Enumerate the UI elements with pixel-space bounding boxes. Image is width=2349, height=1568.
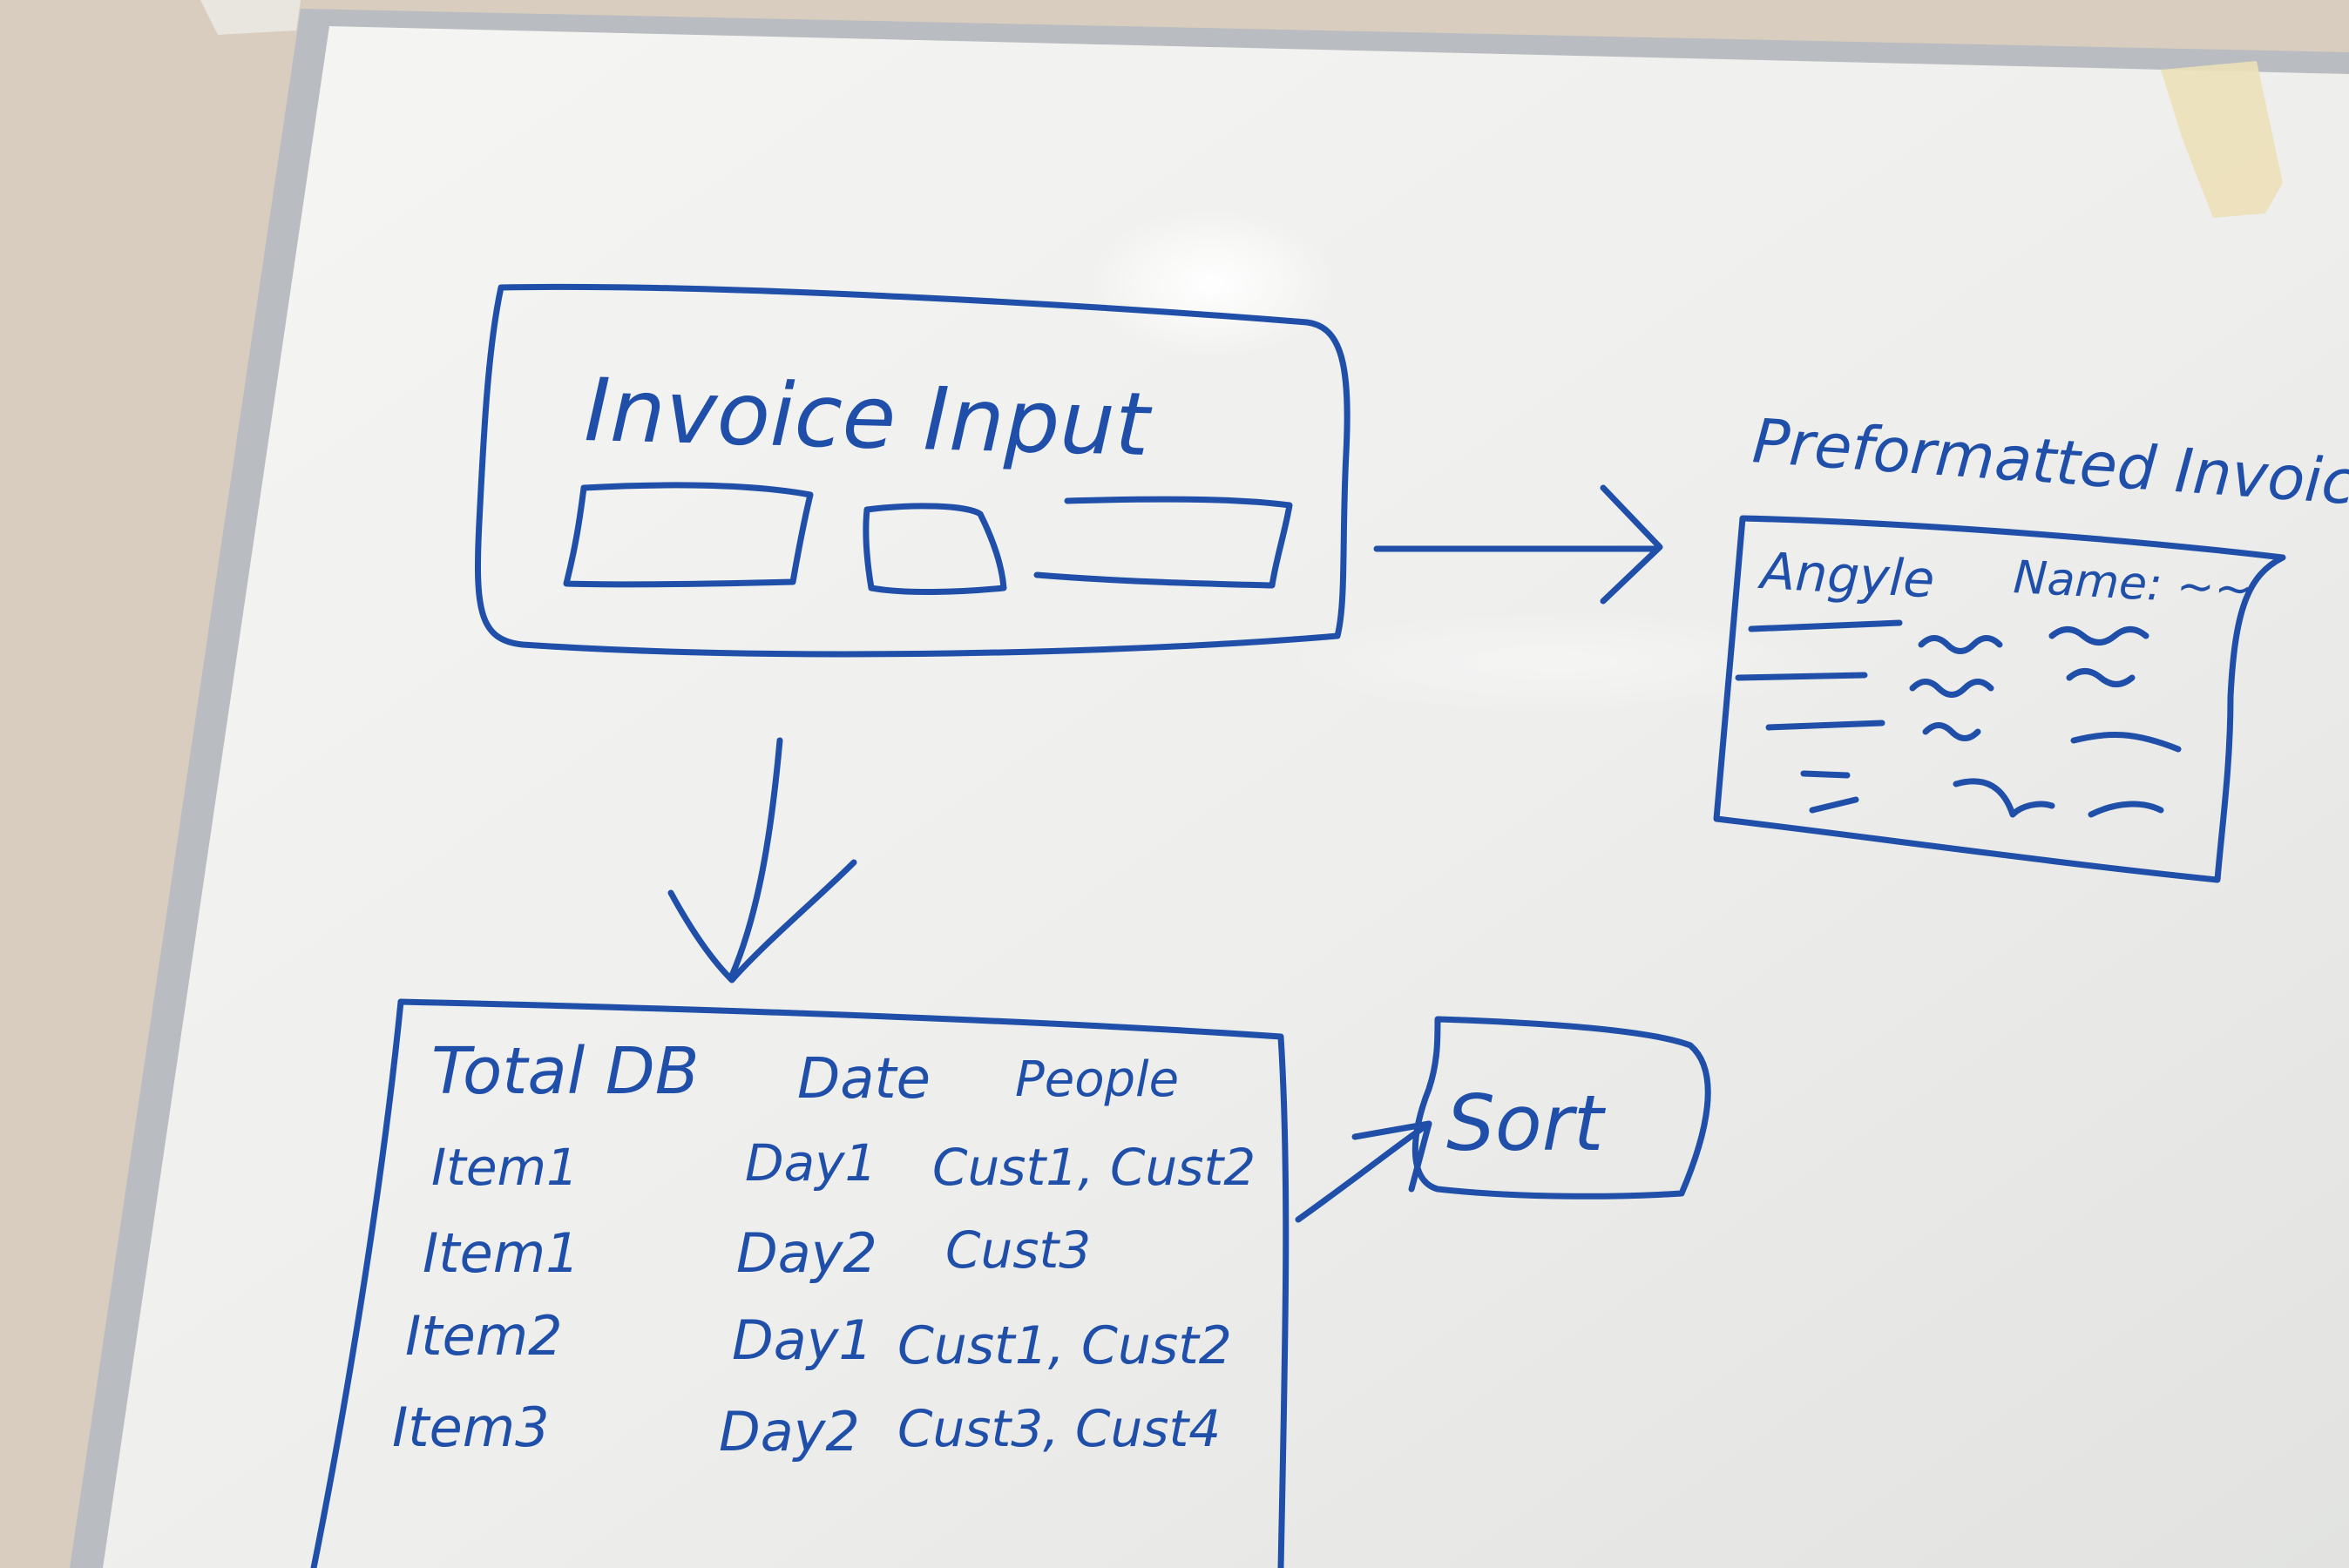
db-cell-people: Cust1, Cust2 xyxy=(932,1138,1256,1197)
preformatted-header-right: Name: ~~ xyxy=(2012,551,2253,616)
line-placeholder xyxy=(1735,672,1868,681)
tape-piece xyxy=(200,0,301,35)
invoice-input-title: Invoice Input xyxy=(583,359,1154,476)
db-cell-date: Day1 xyxy=(745,1133,877,1193)
text-placeholder-squiggle xyxy=(2088,801,2164,818)
line-placeholder xyxy=(1748,619,1903,632)
text-placeholder-squiggle xyxy=(1918,635,2003,654)
text-placeholder-squiggle xyxy=(2048,626,2149,645)
whiteboard-surface xyxy=(103,26,2349,1568)
text-placeholder-squiggle xyxy=(1953,778,2055,818)
db-cell-people: Cust3, Cust4 xyxy=(897,1399,1221,1458)
db-row: Item1 Day1 Cust1, Cust2 xyxy=(431,1133,1256,1197)
arrow-to-db xyxy=(728,737,783,979)
db-cell-item: Item1 xyxy=(431,1138,579,1197)
db-cell-date: Day2 xyxy=(719,1400,860,1463)
db-cell-people: Cust1, Cust2 xyxy=(897,1315,1232,1376)
db-cell-date: Day2 xyxy=(736,1221,877,1285)
line-placeholder xyxy=(1800,770,1859,814)
input-field xyxy=(1033,496,1293,589)
text-placeholder-squiggle xyxy=(2070,731,2182,753)
db-cell-item: Item3 xyxy=(392,1396,550,1459)
db-row: Item2 Day1 Cust1, Cust2 xyxy=(405,1304,1232,1376)
line-placeholder xyxy=(1765,720,1885,731)
preformatted-invoice-box xyxy=(1713,515,2286,883)
total-db-box xyxy=(397,998,1290,1568)
db-header-total: Total DB xyxy=(431,1034,700,1109)
db-header-date: Date xyxy=(797,1047,931,1112)
text-placeholder-squiggle xyxy=(1922,722,1981,741)
db-cell-item: Item1 xyxy=(423,1221,580,1285)
text-placeholder-squiggle xyxy=(1909,679,1994,698)
sort-box xyxy=(1411,1016,1711,1200)
db-cell-item: Item2 xyxy=(405,1304,563,1368)
arrow-head xyxy=(1600,484,1663,605)
db-row: Item3 Day2 Cust3, Cust4 xyxy=(392,1396,1221,1463)
light-glare xyxy=(1281,610,1838,714)
invoice-input-box xyxy=(475,283,1351,658)
db-header-people: People xyxy=(1015,1051,1179,1108)
text-placeholder-squiggle xyxy=(2066,668,2136,687)
input-field xyxy=(863,503,1007,596)
total-db-box-left xyxy=(310,998,404,1568)
light-glare xyxy=(1089,209,1333,357)
db-cell-date: Day1 xyxy=(732,1308,873,1372)
db-row: Item1 Day2 Cust3 xyxy=(423,1220,1091,1285)
sort-label: Sort xyxy=(1446,1078,1607,1168)
input-field xyxy=(563,482,814,588)
tape-piece xyxy=(2161,61,2283,218)
db-cell-people: Cust3 xyxy=(945,1220,1091,1280)
preformatted-header-left: Angyle xyxy=(1756,541,1936,610)
arrow-head xyxy=(667,859,857,983)
